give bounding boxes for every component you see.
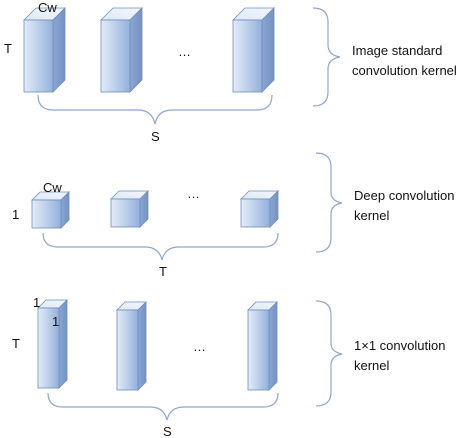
depth-label: Cw — [43, 180, 62, 195]
depth-label: Cw — [38, 0, 57, 15]
caption-line-2: kernel — [354, 358, 390, 373]
kernel-bar — [116, 301, 147, 391]
kernel-prism — [232, 7, 275, 93]
right-brace — [312, 7, 341, 107]
bottom-brace — [47, 392, 279, 421]
depth-label: 1 — [33, 295, 40, 310]
ellipsis: … — [178, 44, 191, 59]
height-label: T — [12, 336, 20, 351]
caption-line-2: convolution kernel — [352, 63, 457, 78]
section-1x1-kernel: 1 1 T … S 1×1 convolution kernel — [12, 295, 445, 438]
kernel-prism — [100, 7, 143, 93]
right-brace — [315, 300, 343, 407]
kernel-bar — [37, 299, 68, 389]
count-label: T — [159, 264, 167, 279]
kernel-cube — [240, 190, 279, 228]
kernel-cube — [110, 190, 149, 228]
section-standard-kernel: Cw T … S Image standard convolution kern… — [4, 0, 457, 144]
kernel-prism — [23, 7, 66, 93]
section-deep-kernel: Cw 1 … T Deep convolution kernel — [12, 152, 454, 279]
caption-line-1: Image standard — [352, 43, 442, 58]
kernel-cube — [31, 191, 70, 229]
ellipsis: … — [193, 339, 206, 354]
bottom-brace — [42, 232, 279, 261]
caption-line-1: 1×1 convolution — [354, 338, 445, 353]
width-label: 1 — [52, 314, 59, 329]
caption-line-2: kernel — [354, 208, 390, 223]
ellipsis: … — [187, 186, 200, 201]
bottom-brace — [37, 94, 273, 125]
caption-line-1: Deep convolution — [354, 188, 454, 203]
height-label: 1 — [12, 207, 19, 222]
kernel-bar — [247, 301, 278, 391]
count-label: S — [163, 424, 172, 438]
count-label: S — [151, 129, 160, 144]
height-label: T — [4, 41, 12, 56]
right-brace — [315, 152, 343, 253]
